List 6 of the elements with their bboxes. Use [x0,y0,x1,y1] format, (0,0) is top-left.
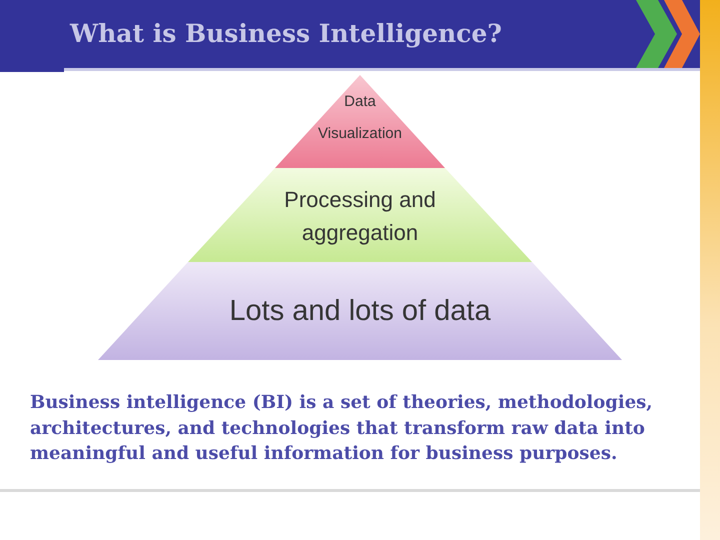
tier-label: Lots and lots of data [228,294,492,329]
slide-title: What is Business Intelligence? [70,18,502,50]
definition-paragraph: Business intelligence (BI) is a set of theories, methodologies, architectures, and technologies that transform raw data into meaningful and useful information for business purposes. [30,391,654,466]
tier-label: Data Visualization [317,92,403,144]
tier-label: Processing and aggregation [283,186,437,247]
pyramid-tier [98,262,622,360]
